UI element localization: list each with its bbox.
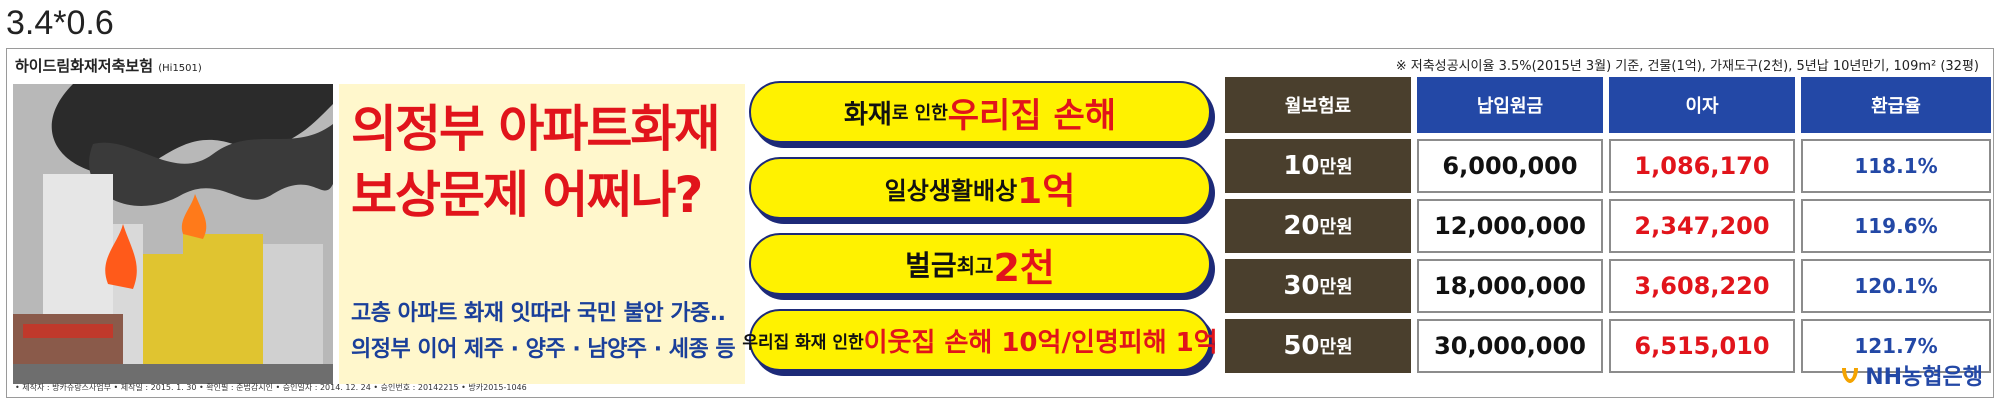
- product-code: (Hi1501): [158, 63, 202, 74]
- logo-text: NH농협은행: [1865, 365, 1983, 390]
- table-header-principal: 납입원금: [1417, 77, 1603, 133]
- nh-logo-icon: [1842, 368, 1859, 383]
- ad-banner: 하이드림화재저축보험 (Hi1501) ※ 저축성공시이율 3.5%(2015년…: [6, 48, 1994, 398]
- pill-1-pre: 화재: [843, 99, 892, 130]
- size-label: 3.4*0.6: [6, 4, 114, 42]
- pill-3-mid: 최고: [956, 253, 994, 278]
- table-row-4-interest: 6,515,010: [1609, 319, 1795, 373]
- headline-sub-2: 의정부 이어 제주 · 양주 · 남양주 · 세종 등: [351, 337, 736, 362]
- condition-note: ※ 저축성공시이율 3.5%(2015년 3월) 기준, 건물(1억), 가재도…: [1395, 59, 1979, 74]
- headline-panel: 의정부 아파트화재 보상문제 어쩌나? 고층 아파트 화재 잇따라 국민 불안 …: [339, 84, 745, 384]
- table-row-2-interest: 2,347,200: [1609, 199, 1795, 253]
- table-header-rate: 환급율: [1801, 77, 1991, 133]
- unit-label: 만원: [1319, 157, 1353, 178]
- table-row-3-principal: 18,000,000: [1417, 259, 1603, 313]
- pill-3-pre: 벌금: [905, 249, 957, 282]
- pill-4-big: 이웃집 손해 10억/인명피해 1억: [863, 327, 1218, 358]
- coverage-pill-3: 벌금 최고 2천: [749, 233, 1211, 295]
- approval-footer: • 제작자 : 방카슈랑스사업부 • 제작일 : 2015. 1. 30 • 확…: [15, 383, 527, 392]
- headline-line-2: 보상문제 어쩌나?: [351, 166, 703, 224]
- pill-2-pre: 일상생활배상: [884, 176, 1018, 205]
- coverage-pill-1: 화재 로 인한 우리집 손해: [749, 81, 1211, 143]
- nh-bank-logo: NH농협은행: [1839, 359, 1983, 391]
- product-name-text: 하이드림화재저축보험: [15, 57, 154, 75]
- table-row-1-interest: 1,086,170: [1609, 139, 1795, 193]
- headline-subtext: 고층 아파트 화재 잇따라 국민 불안 가중.. 의정부 이어 제주 · 양주 …: [351, 296, 736, 368]
- headline-line-1: 의정부 아파트화재: [351, 100, 720, 158]
- coverage-pill-2: 일상생활배상 1억: [749, 157, 1211, 219]
- pill-4-pre: 우리집 화재 인한: [742, 332, 864, 353]
- table-header-premium: 월보험료: [1225, 77, 1411, 133]
- table-row-3-rate: 120.1%: [1801, 259, 1991, 313]
- product-name: 하이드림화재저축보험 (Hi1501): [15, 55, 202, 76]
- pill-1-big: 우리집 손해: [947, 95, 1117, 136]
- unit-label: 만원: [1319, 277, 1353, 298]
- table-row-2-rate: 119.6%: [1801, 199, 1991, 253]
- coverage-pill-4: 우리집 화재 인한 이웃집 손해 10억/인명피해 1억: [742, 309, 1218, 371]
- fire-photo: [13, 84, 333, 384]
- pill-1-mid: 로 인한: [891, 103, 948, 124]
- pill-3-big: 2천: [993, 245, 1055, 290]
- table-header-interest: 이자: [1609, 77, 1795, 133]
- table-row-1-rate: 118.1%: [1801, 139, 1991, 193]
- unit-label: 만원: [1319, 217, 1353, 238]
- table-row-1-principal: 6,000,000: [1417, 139, 1603, 193]
- headline-sub-1: 고층 아파트 화재 잇따라 국민 불안 가중..: [351, 301, 726, 326]
- apartment-fire-image: [13, 84, 333, 384]
- table-row-4-principal: 30,000,000: [1417, 319, 1603, 373]
- table-row-3-interest: 3,608,220: [1609, 259, 1795, 313]
- table-row-2-principal: 12,000,000: [1417, 199, 1603, 253]
- pill-2-big: 1억: [1017, 171, 1076, 212]
- unit-label: 만원: [1319, 337, 1353, 358]
- table-row-4-rate: 121.7%: [1801, 319, 1991, 373]
